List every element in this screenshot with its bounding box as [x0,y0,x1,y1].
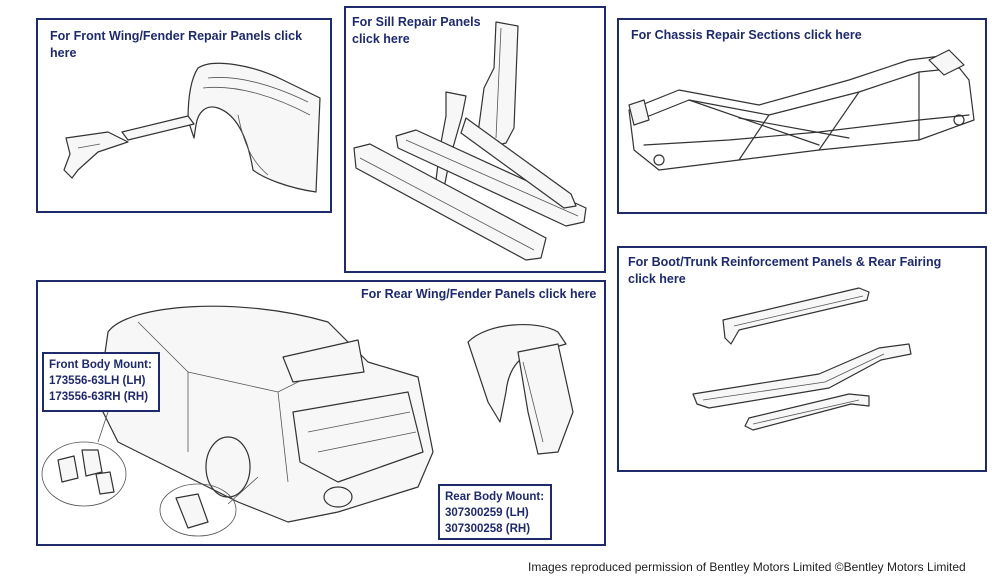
chassis-illustration [628,49,975,171]
chassis-caption: For Chassis Repair Sections click here [631,28,862,42]
rear-body-illustration [41,305,574,537]
boot-caption-line1: For Boot/Trunk Reinforcement Panels & Re… [628,255,942,269]
front-wing-caption: For Front Wing/Fender Repair Panels clic… [50,29,303,60]
boot-caption-line2: click here [628,272,686,286]
front-body-mount-part-rh: 173556-63RH (RH) [49,391,149,403]
front-body-mount-box: Front Body Mount: 173556-63LH (LH) 17355… [42,352,160,412]
rear-body-mount-part-lh: 307300259 (LH) [445,507,529,519]
front-body-mount-part-lh: 173556-63LH (LH) [49,375,146,387]
rear-wing-panel-link[interactable]: For Rear Wing/Fender Panels click here F… [36,280,606,546]
boot-panel-link[interactable]: For Boot/Trunk Reinforcement Panels & Re… [617,246,987,472]
rear-body-mount-title: Rear Body Mount: [445,491,545,503]
sill-illustration [353,21,587,261]
rear-body-mount-box: Rear Body Mount: 307300259 (LH) 30730025… [438,484,552,540]
sill-caption-line1: For Sill Repair Panels [352,15,481,29]
rear-wing-caption: For Rear Wing/Fender Panels click here [361,287,597,301]
front-wing-illustration [63,62,321,193]
boot-illustration [692,287,912,431]
front-wing-panel-link[interactable]: For Front Wing/Fender Repair Panels clic… [36,18,332,213]
sill-caption-line2: click here [352,32,410,46]
sill-panel-link[interactable]: For Sill Repair Panels click here [344,6,606,273]
chassis-panel-link[interactable]: For Chassis Repair Sections click here [617,18,987,214]
copyright-footer: Images reproduced permission of Bentley … [528,560,966,574]
rear-body-mount-part-rh: 307300258 (RH) [445,523,531,535]
front-body-mount-title: Front Body Mount: [49,359,152,371]
